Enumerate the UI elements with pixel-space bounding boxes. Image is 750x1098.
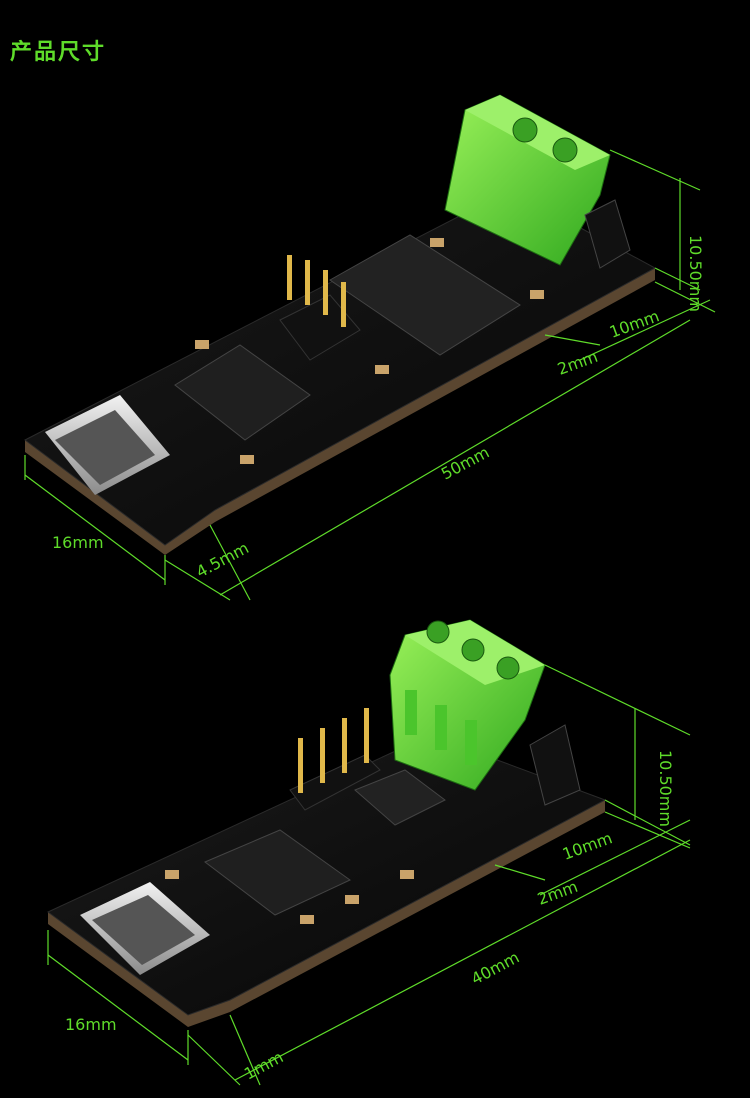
board-2-terminal-offset-label: 10mm (560, 828, 615, 863)
smd-component (165, 870, 179, 879)
board-1-width-label: 16mm (52, 533, 104, 552)
pin-header (279, 255, 361, 361)
smd-component (240, 455, 254, 464)
board-2-edge-label: 1mm (241, 1047, 286, 1083)
smd-component (195, 340, 209, 349)
pcb-board (24, 189, 657, 546)
smd-component (345, 895, 359, 904)
board-2-width-label: 16mm (65, 1015, 117, 1034)
smd-component (375, 365, 389, 374)
board-1-notch-label: 2mm (555, 347, 600, 379)
screw-terminal (444, 94, 611, 266)
mcu-chip (204, 829, 351, 916)
board-1-edge-label: 4.5mm (193, 538, 252, 581)
jumper (529, 724, 581, 806)
smd-component (530, 290, 544, 299)
mcu-chip (174, 344, 311, 441)
screw-terminal (389, 619, 546, 791)
page-title: 产品尺寸 (10, 40, 107, 65)
board-1-height-label: 10.50mm (686, 235, 705, 312)
board-1 (24, 94, 657, 555)
transceiver-chip (329, 234, 521, 356)
board-1-length-label: 50mm (438, 443, 492, 484)
board-2-notch-label: 2mm (535, 877, 580, 909)
usb-connector (45, 395, 170, 495)
transceiver-chip (354, 769, 446, 826)
smd-component (300, 915, 314, 924)
jumper (584, 199, 631, 269)
smd-component (400, 870, 414, 879)
pin-header (289, 708, 381, 811)
board-1-terminal-offset-label: 10mm (607, 306, 662, 341)
board-2 (47, 619, 607, 1027)
smd-component (430, 238, 444, 247)
board-2-height-label: 10.50mm (656, 750, 675, 827)
board-2-length-label: 40mm (468, 948, 522, 989)
usb-connector (80, 882, 210, 975)
